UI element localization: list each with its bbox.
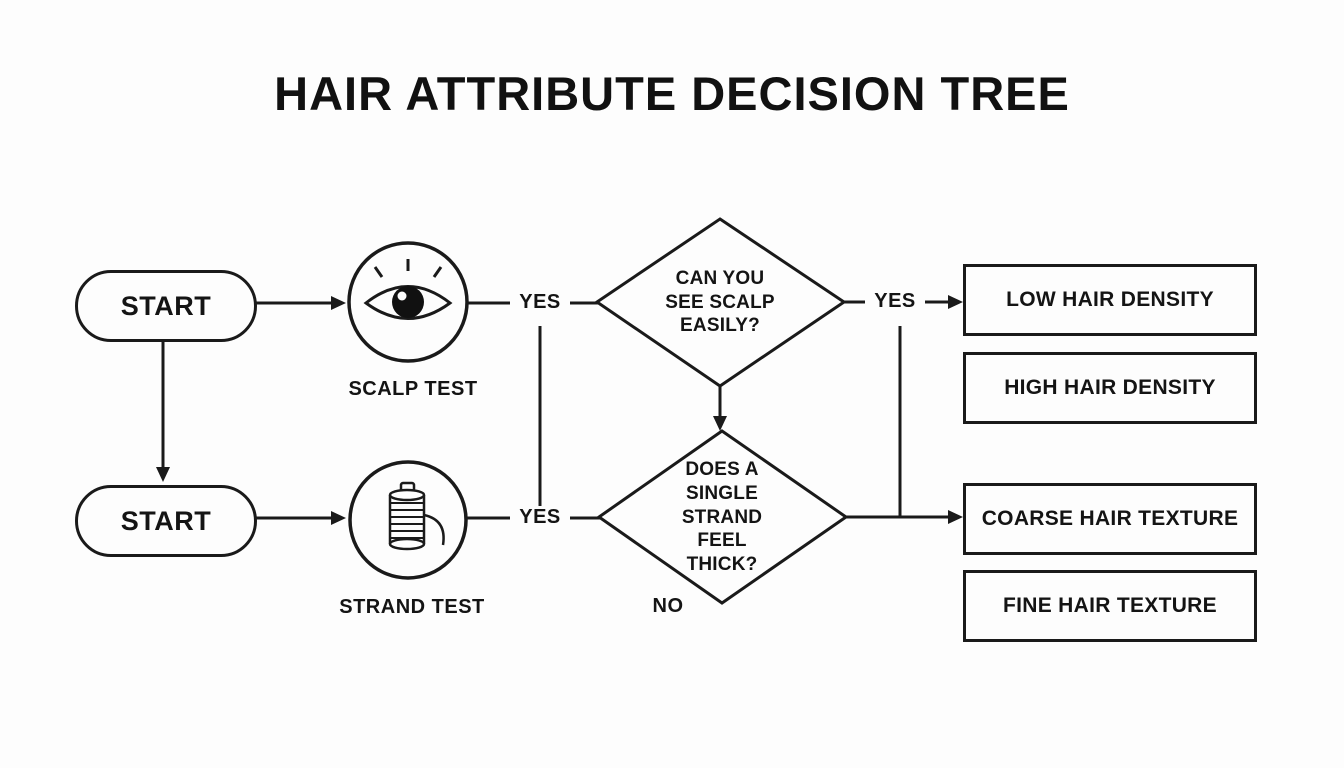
eye-icon <box>363 259 453 320</box>
result-low-hair-density: LOW HAIR DENSITY <box>963 264 1257 336</box>
connector-lines <box>156 295 963 525</box>
start-node-row1: START <box>75 270 257 342</box>
page-title: HAIR ATTRIBUTE DECISION TREE <box>274 67 1070 120</box>
question-diamond-strand <box>596 429 849 605</box>
question-text-strand: DOES A SINGLE STRAND FEEL THICK? <box>681 459 763 576</box>
question-diamond-scalp <box>594 217 847 388</box>
strand-test-circle <box>348 460 468 580</box>
result-fine-hair-texture: FINE HAIR TEXTURE <box>963 570 1257 642</box>
result-high-hair-density: HIGH HAIR DENSITY <box>963 352 1257 424</box>
question-text-scalp: CAN YOU SEE SCALP EASILY? <box>665 267 775 337</box>
result-coarse-hair-texture: COARSE HAIR TEXTURE <box>963 483 1257 555</box>
edge-label-yes-row2-mid: YES <box>510 506 570 529</box>
strand-test-label: STRAND TEST <box>339 596 485 618</box>
start-node-row2: START <box>75 485 257 557</box>
edge-label-yes-row1-right: YES <box>865 290 925 313</box>
scalp-test-label: SCALP TEST <box>348 378 478 400</box>
edge-label-no-row2: NO <box>652 595 684 617</box>
thread-spool-icon <box>388 481 445 551</box>
edge-label-yes-row1-mid: YES <box>510 291 570 314</box>
